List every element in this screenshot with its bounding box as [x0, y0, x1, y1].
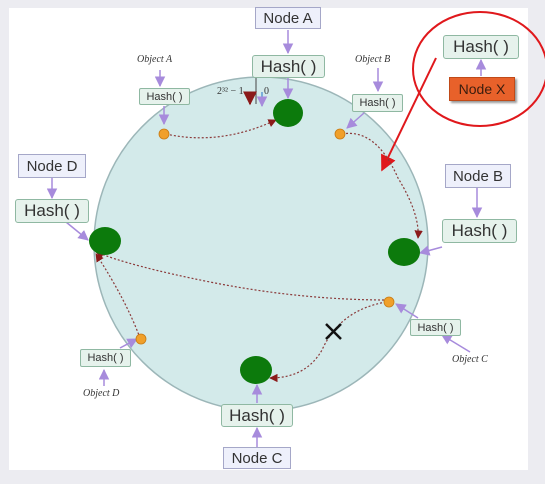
- node-b-hash-to-ring-arrow: [418, 245, 443, 256]
- node-a-dot: [273, 99, 303, 127]
- node-d-hash-box: Hash( ): [15, 199, 89, 223]
- object-a-label: Object A: [137, 54, 173, 65]
- node-a-label: Node A: [255, 7, 321, 29]
- node-x-hash-box: Hash( ): [443, 35, 519, 59]
- object-d-hash-to-ring-arrow: [119, 338, 138, 349]
- node-x-label: Node X: [449, 77, 515, 101]
- node-d-hash-to-ring-arrow: [65, 221, 89, 241]
- node-c-dot: [240, 356, 272, 384]
- node-a-hash-box: Hash( ): [252, 55, 325, 78]
- ring-zero-label: 0: [264, 86, 269, 97]
- object-a-hash-box: Hash( ): [139, 88, 190, 105]
- object-dots: [135, 128, 395, 345]
- object-c-to-node-d-path: [95, 250, 389, 301]
- node-c-label: Node C: [223, 447, 291, 469]
- object-d-hash-box: Hash( ): [80, 349, 131, 367]
- object-b-hash-box: Hash( ): [352, 94, 403, 112]
- routing-paths: [95, 119, 423, 383]
- object-c-to-node-c-path-removed: [269, 301, 387, 383]
- node-d-dot: [89, 227, 121, 255]
- node-b-hash-box: Hash( ): [442, 219, 517, 243]
- object-d-dot: [135, 333, 147, 345]
- node-b-dot: [388, 238, 420, 266]
- node-b-label: Node B: [445, 164, 511, 188]
- object-b-label: Object B: [355, 54, 391, 65]
- ring-max-label: 2³² − 1: [217, 86, 244, 97]
- object-c-label: Object C: [452, 354, 488, 365]
- node-c-hash-box: Hash( ): [221, 404, 293, 427]
- object-d-label: Object D: [83, 388, 120, 399]
- object-c-hash-box: Hash( ): [410, 319, 461, 336]
- hash-connectors: [46, 30, 487, 448]
- object-c-hash-to-ring-arrow: [395, 303, 419, 319]
- node-x-highlight-ellipse: [412, 11, 545, 127]
- object-a-dot: [158, 128, 170, 140]
- object-b-hash-to-ring-arrow: [346, 112, 365, 129]
- object-a-to-node-a-path: [165, 119, 277, 139]
- object-d-to-node-d-path: [95, 253, 141, 339]
- object-b-dot: [334, 128, 346, 140]
- node-x-insertion-arrow: [381, 57, 437, 172]
- node-dots: [89, 99, 420, 384]
- node-d-label: Node D: [18, 154, 86, 178]
- removed-path-x-mark: [325, 323, 342, 340]
- object-c-dot: [383, 296, 395, 308]
- object-c-to-hash-arrow: [441, 334, 471, 353]
- object-b-to-node-b-path: [341, 132, 423, 239]
